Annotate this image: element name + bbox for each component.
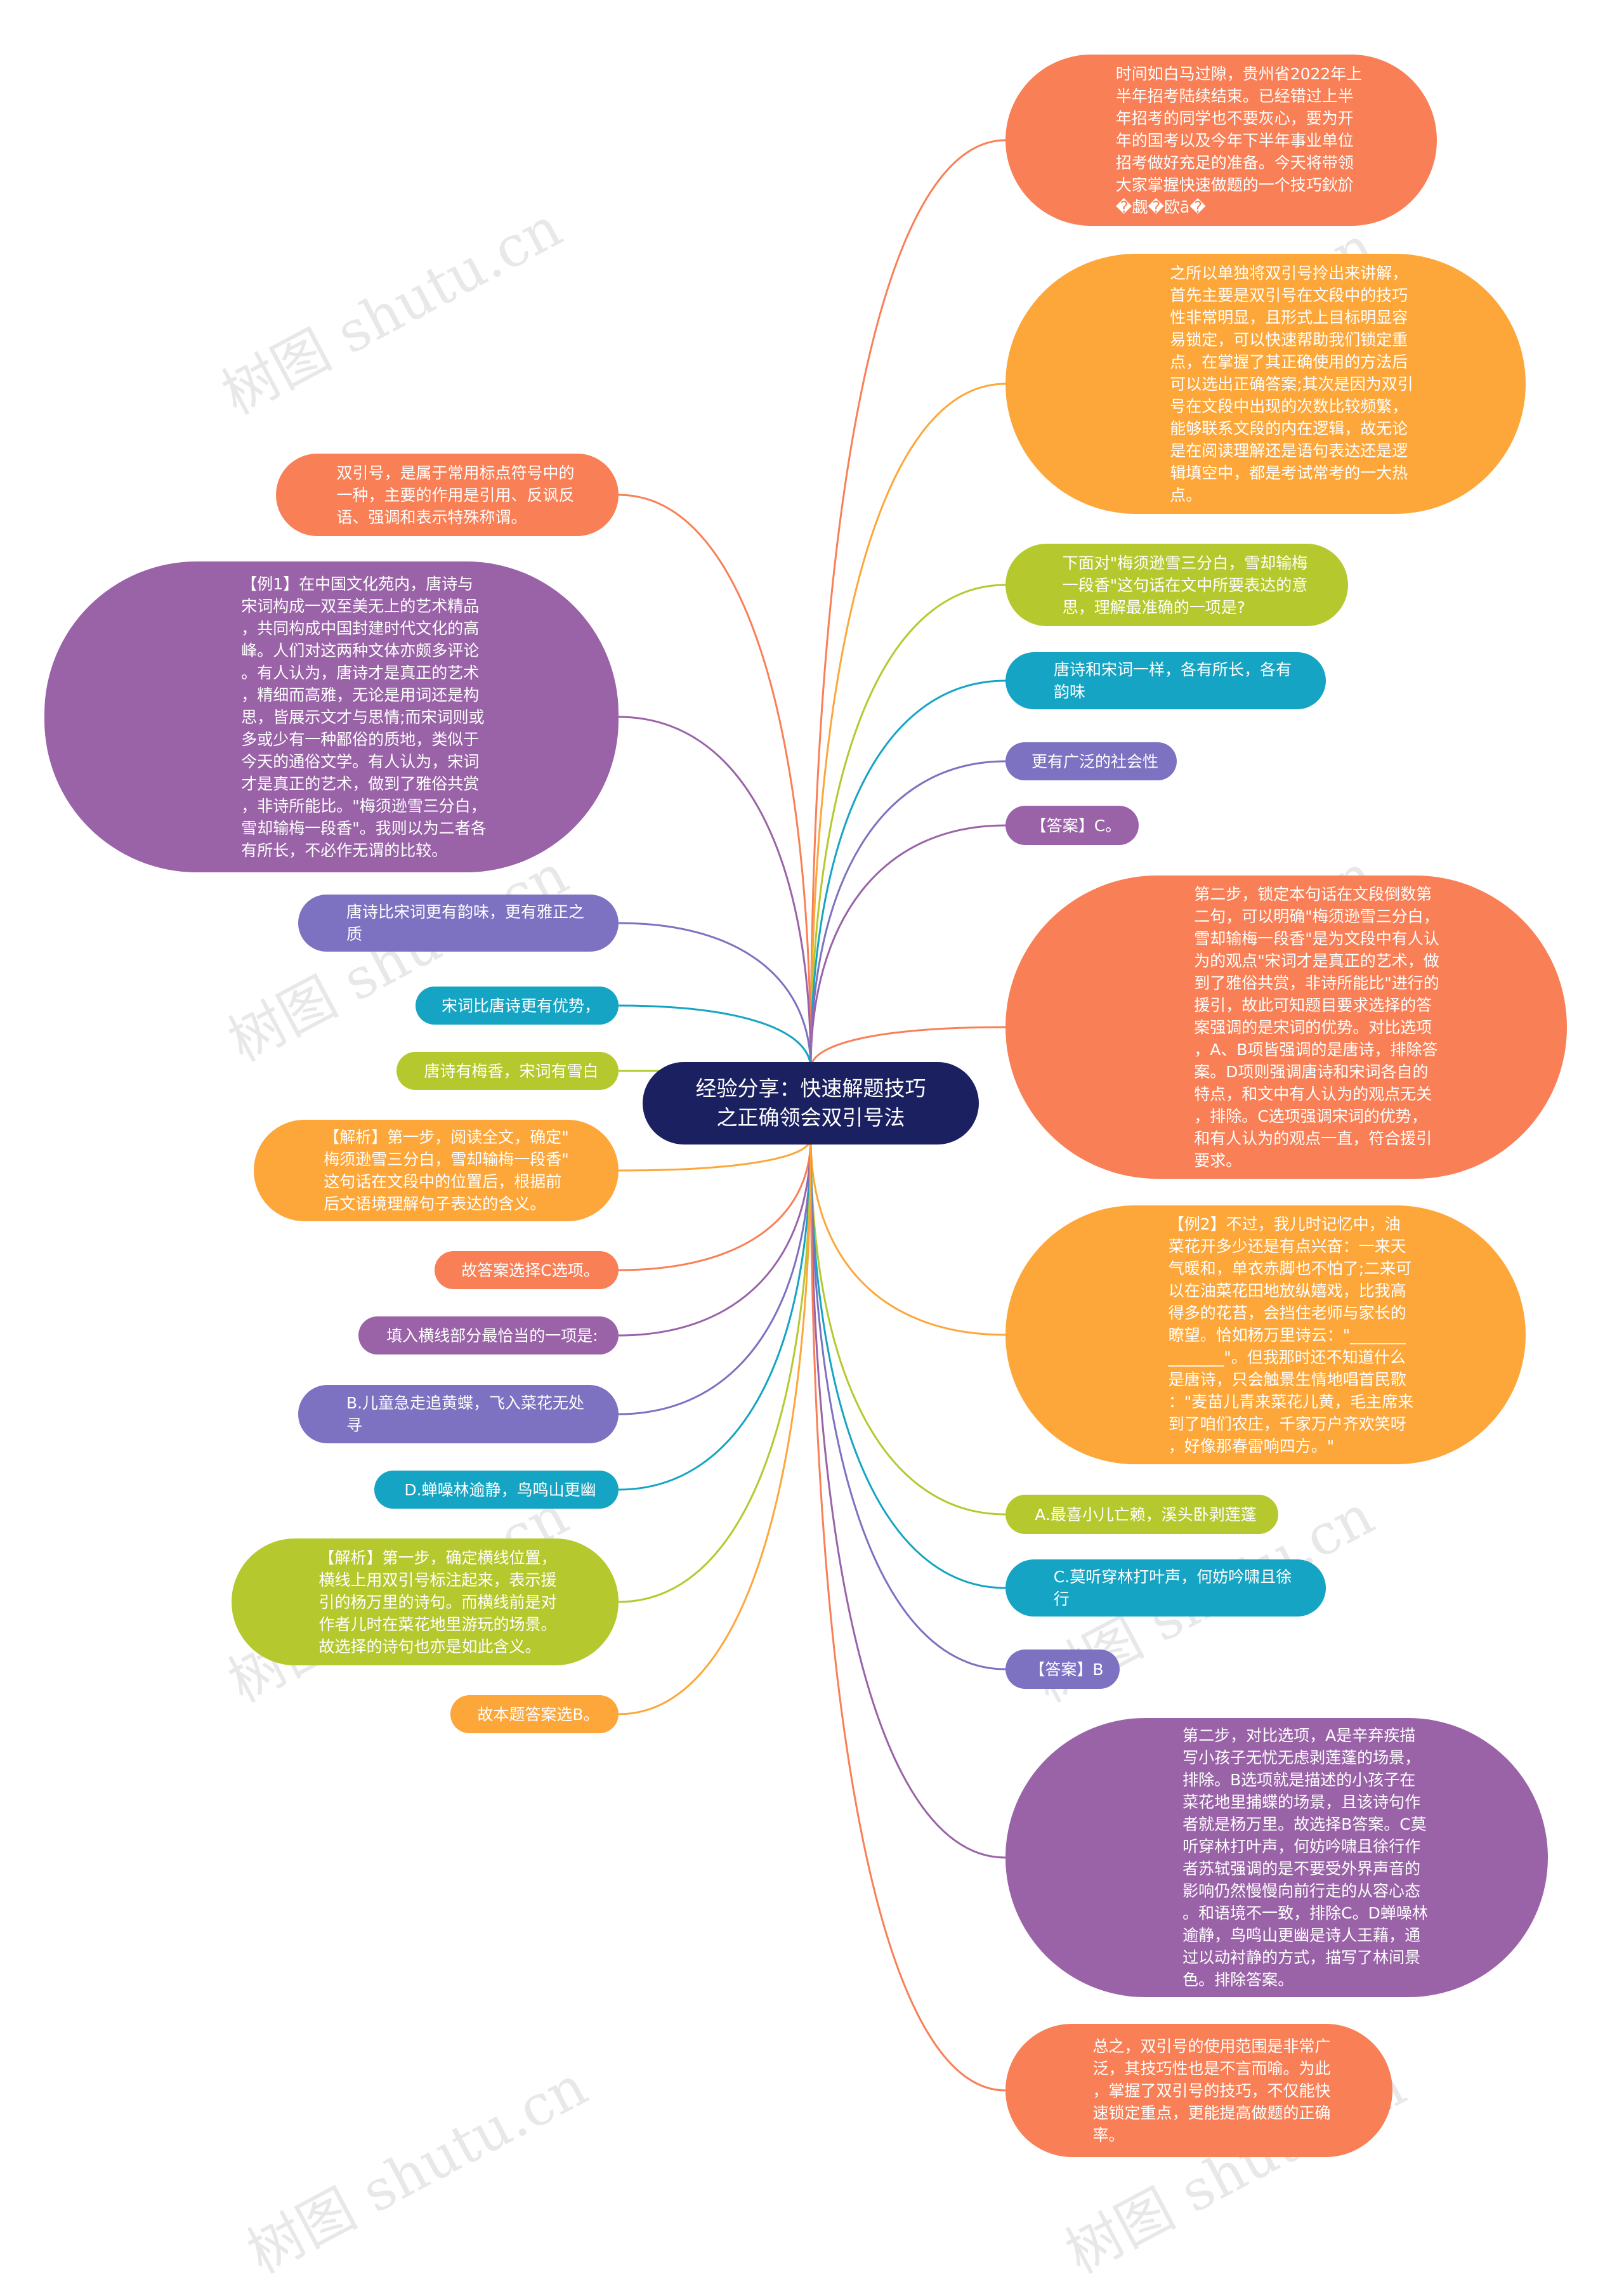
connector-r10 — [809, 1138, 1006, 1589]
node-text: 时间如白马过隙，贵州省2022年上 半年招考陆续结束。已经错过上半 年招考的同学… — [1115, 64, 1363, 216]
node-text: 双引号，是属于常用标点符号中的 一种，主要的作用是引用、反讽反 语、强调和表示特… — [336, 463, 575, 527]
connector-r4 — [809, 679, 1006, 1069]
connector-l3 — [618, 922, 812, 1069]
topic-node-conclusion-2[interactable]: 故本题答案选B。 — [450, 1695, 619, 1733]
topic-node-question-2[interactable]: 填入横线部分最恰当的一项是: — [358, 1316, 619, 1354]
node-text: 第二步，对比选项，A是辛弃疾描 写小孩子无忧无虑剥莲蓬的场景， 排除。B选项就是… — [1182, 1726, 1428, 1989]
node-text: 【解析】第一步，确定横线位置， 横线上用双引号标注起来，表示援 引的杨万里的诗句… — [318, 1548, 557, 1656]
connector-r12 — [809, 1138, 1006, 1859]
connector-l4 — [618, 1004, 812, 1069]
node-text: 【答案】C。 — [1030, 816, 1122, 835]
topic-node-conclusion-1[interactable]: 故答案选择C选项。 — [435, 1251, 619, 1289]
topic-node-question-1[interactable]: 下面对"梅须逊雪三分白，雪却输梅 一段香"这句话在文中所要表达的意 思，理解最准… — [1005, 544, 1348, 626]
topic-node-analysis-1[interactable]: 【解析】第一步，阅读全文，确定" 梅须逊雪三分白，雪却输梅一段香" 这句话在文段… — [254, 1120, 619, 1221]
node-text: 下面对"梅须逊雪三分白，雪却输梅 一段香"这句话在文中所要表达的意 思，理解最准… — [1062, 553, 1308, 617]
root-topic-label: 经验分享：快速解题技巧 之正确领会双引号法 — [695, 1076, 926, 1130]
connector-lines — [618, 139, 1006, 2092]
node-text: 填入横线部分最恰当的一项是: — [386, 1326, 598, 1345]
node-text: B.儿童急走追黄蝶，飞入菜花无处 寻 — [346, 1394, 585, 1434]
connector-r11 — [809, 1138, 1006, 1670]
connector-l7 — [618, 1138, 812, 1271]
node-text: 【例1】在中国文化苑内，唐诗与 宋词构成一双至美无上的艺术精品 ，共同构成中国封… — [241, 574, 487, 860]
connector-r9 — [809, 1138, 1006, 1516]
connector-l8 — [618, 1138, 812, 1337]
node-text: 总之，双引号的使用范围是非常广 泛，其技巧性也是不言而喻。为此 ，掌握了双引号的… — [1092, 2036, 1331, 2144]
topic-node-option-e-1[interactable]: 唐诗有梅香，宋词有雪白 — [396, 1052, 619, 1090]
connector-l11 — [618, 1138, 812, 1603]
connector-r2 — [809, 383, 1006, 1069]
topic-node-option-c-1[interactable]: 唐诗比宋词更有韵味，更有雅正之 质 — [298, 895, 619, 952]
node-text: 第二步，锁定本句话在文段倒数第 二句，可以明确"梅须逊雪三分白， 雪却输梅一段香… — [1194, 884, 1439, 1170]
node-text: 唐诗和宋词一样，各有所长，各有 韵味 — [1053, 660, 1292, 701]
connector-l6 — [618, 1138, 812, 1172]
topic-node-step-2-1[interactable]: 第二步，锁定本句话在文段倒数第 二句，可以明确"梅须逊雪三分白， 雪却输梅一段香… — [1005, 876, 1567, 1179]
connector-r5 — [809, 760, 1006, 1069]
node-text: 宋词比唐诗更有优势， — [441, 996, 600, 1015]
node-text: A.最喜小儿亡赖，溪头卧剥莲蓬 — [1035, 1505, 1257, 1524]
topic-node-why-quotes[interactable]: 之所以单独将双引号拎出来讲解， 首先主要是双引号在文段中的技巧 性非常明显，且形… — [1005, 254, 1526, 514]
connector-l2 — [618, 716, 812, 1069]
connector-l12 — [618, 1138, 812, 1715]
topic-node-intro[interactable]: 时间如白马过隙，贵州省2022年上 半年招考陆续结束。已经错过上半 年招考的同学… — [1005, 55, 1437, 226]
connector-l10 — [618, 1138, 812, 1491]
node-text: D.蝉噪林逾静，鸟鸣山更幽 — [404, 1480, 596, 1499]
connector-r1 — [809, 139, 1006, 1069]
connector-r7 — [809, 1026, 1006, 1069]
connector-l1 — [618, 494, 812, 1069]
connector-r8 — [809, 1138, 1006, 1336]
topic-node-answer-2[interactable]: 【答案】B — [1005, 1650, 1120, 1689]
node-text: 故本题答案选B。 — [477, 1705, 599, 1724]
topic-node-option-a-2[interactable]: A.最喜小儿亡赖，溪头卧剥莲蓬 — [1005, 1495, 1278, 1534]
mind-map-canvas: 树图 shutu.cn 树图 shutu.cn 树图 shutu.cn 树图 s… — [44, 55, 1567, 2286]
node-text: 【例2】不过，我儿时记忆中，油 菜花开多少还是有点兴奋：一来天 气暖和，单衣赤脚… — [1168, 1214, 1414, 1455]
node-text: 之所以单独将双引号拎出来讲解， 首先主要是双引号在文段中的技巧 性非常明显，且形… — [1170, 263, 1413, 504]
topic-node-option-c-2[interactable]: C.莫听穿林打叶声，何妨吟啸且徐 行 — [1005, 1559, 1326, 1617]
topic-node-definition[interactable]: 双引号，是属于常用标点符号中的 一种，主要的作用是引用、反讽反 语、强调和表示特… — [276, 454, 619, 536]
node-text: C.莫听穿林打叶声，何妨吟啸且徐 行 — [1053, 1568, 1292, 1608]
topic-node-summary[interactable]: 总之，双引号的使用范围是非常广 泛，其技巧性也是不言而喻。为此 ，掌握了双引号的… — [1005, 2024, 1392, 2157]
node-text: 唐诗有梅香，宋词有雪白 — [424, 1061, 599, 1080]
connector-r6 — [809, 824, 1006, 1069]
topic-node-option-d-1[interactable]: 宋词比唐诗更有优势， — [416, 987, 619, 1025]
node-text: 唐诗比宋词更有韵味，更有雅正之 质 — [346, 903, 584, 943]
topic-node-step-2-2[interactable]: 第二步，对比选项，A是辛弃疾描 写小孩子无忧无虑剥莲蓬的场景， 排除。B选项就是… — [1005, 1718, 1548, 1997]
topic-node-example-1[interactable]: 【例1】在中国文化苑内，唐诗与 宋词构成一双至美无上的艺术精品 ，共同构成中国封… — [44, 561, 619, 872]
node-text: 【解析】第一步，阅读全文，确定" 梅须逊雪三分白，雪却输梅一段香" 这句话在文段… — [324, 1128, 569, 1213]
node-text: 【答案】B — [1029, 1660, 1104, 1679]
connector-r3 — [809, 584, 1006, 1069]
topic-node-option-b-1[interactable]: 更有广泛的社会性 — [1005, 742, 1177, 780]
root-topic[interactable]: 经验分享：快速解题技巧 之正确领会双引号法 — [643, 1062, 979, 1144]
topic-node-analysis-2[interactable]: 【解析】第一步，确定横线位置， 横线上用双引号标注起来，表示援 引的杨万里的诗句… — [232, 1538, 619, 1665]
topic-node-example-2[interactable]: 【例2】不过，我儿时记忆中，油 菜花开多少还是有点兴奋：一来天 气暖和，单衣赤脚… — [1005, 1205, 1526, 1464]
connector-l9 — [618, 1138, 812, 1415]
topic-node-option-d-2[interactable]: D.蝉噪林逾静，鸟鸣山更幽 — [374, 1471, 619, 1509]
node-text: 更有广泛的社会性 — [1031, 752, 1158, 771]
topic-node-option-b-2[interactable]: B.儿童急走追黄蝶，飞入菜花无处 寻 — [298, 1385, 619, 1443]
topic-node-option-a-1[interactable]: 唐诗和宋词一样，各有所长，各有 韵味 — [1005, 652, 1326, 709]
connector-r13 — [809, 1138, 1006, 2092]
node-text: 故答案选择C选项。 — [461, 1261, 599, 1280]
topic-node-answer-1[interactable]: 【答案】C。 — [1005, 806, 1139, 845]
